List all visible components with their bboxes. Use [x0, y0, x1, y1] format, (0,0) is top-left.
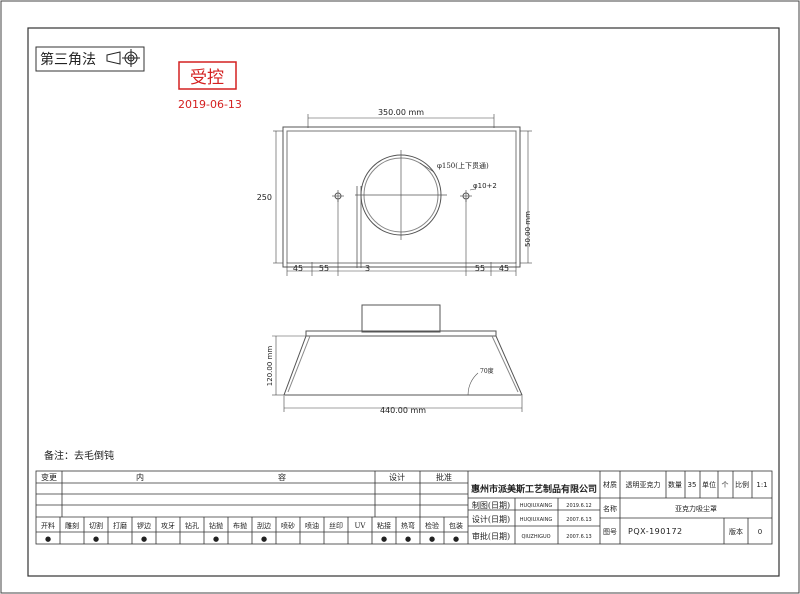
stamp-date: 2019-06-13: [178, 98, 242, 111]
dim-45-left: 45: [293, 264, 303, 273]
tb-content-rong: 容: [278, 472, 286, 482]
tb-name-label: 名称: [603, 504, 617, 513]
tb-material-label: 材质: [603, 480, 617, 489]
tb-qty-label: 数量: [668, 480, 682, 489]
process-mark: ●: [45, 535, 51, 543]
dim-45-right: 45: [499, 264, 509, 273]
process-label: 热弯: [401, 521, 415, 530]
front-angle: 70度: [480, 367, 494, 375]
process-label: 钻抛: [209, 521, 223, 530]
process-label: 丝印: [329, 521, 343, 530]
tb-role-1-person: HUQIUXAING: [520, 517, 553, 523]
top-view: [282, 126, 521, 268]
tb-role-0-person: HUQIUXAING: [520, 503, 553, 509]
tb-drawing-value: PQX-190172: [628, 527, 683, 536]
tb-approve: 批准: [436, 472, 452, 482]
front-view: [283, 304, 523, 396]
top-view-dimensions: [273, 114, 532, 276]
third-angle-icon: [106, 49, 140, 67]
tb-scale-value: 1:1: [756, 481, 767, 489]
process-label: 检验: [425, 521, 439, 530]
projection-label: 第三角法: [40, 51, 96, 68]
process-mark: ●: [405, 535, 411, 543]
process-label: 攻牙: [161, 521, 175, 530]
small-hole-label: φ10+2: [473, 182, 497, 190]
tb-content-nei: 内: [136, 472, 144, 482]
process-mark: ●: [93, 535, 99, 543]
front-height-dim: 120.00 mm: [266, 346, 274, 387]
process-row: 开料 ● 雕刻 切割 ● 打磨 锣边 ● 攻牙 钻孔 钻抛 ● 布抛 刮边 ● 喷砂 喷油 丝印 UV 粘接 ● 热弯 ● 检…: [41, 521, 463, 543]
process-mark: ●: [429, 535, 435, 543]
process-mark: ●: [453, 535, 459, 543]
tb-material-value: 透明亚克力: [626, 480, 661, 489]
tb-version-value: 0: [758, 528, 762, 536]
top-height-dim: 250: [257, 193, 272, 202]
tb-change: 变更: [41, 472, 57, 482]
process-mark: ●: [381, 535, 387, 543]
process-dividers: [59, 517, 445, 544]
tb-role-0-label: 制图(日期): [472, 500, 510, 510]
process-label: UV: [355, 522, 367, 530]
tb-version-label: 版本: [729, 527, 743, 536]
tb-role-2-label: 审批(日期): [472, 531, 510, 541]
projection-box: [35, 46, 145, 72]
tb-role-2-person: QIUZHIGUO: [521, 534, 550, 540]
process-label: 布抛: [233, 521, 247, 530]
process-label: 喷油: [305, 521, 319, 530]
controlled-stamp: 受控: [190, 68, 224, 88]
tb-name-value: 亚克力吸尘罩: [675, 504, 717, 513]
dim-55-right: 55: [475, 264, 485, 273]
tb-role-2-date: 2007.6.13: [566, 534, 591, 540]
big-hole-label: φ150(上下贯通): [437, 161, 489, 170]
tb-company: 惠州市派美斯工艺制品有限公司: [471, 483, 597, 495]
process-label: 钻孔: [185, 521, 199, 530]
front-base-dim: 440.00 mm: [380, 406, 426, 415]
side-dim: 50.00 mm: [524, 211, 532, 247]
tb-unit-label: 单位: [702, 480, 716, 489]
process-label: 锣边: [137, 521, 151, 530]
process-label: 切割: [89, 521, 103, 530]
tb-role-0-date: 2019.6.12: [566, 503, 591, 509]
top-width-dim: 350.00 mm: [378, 108, 424, 117]
tb-design: 设计: [389, 472, 405, 482]
controlled-stamp-box: [178, 61, 237, 90]
tb-unit-value: 个: [722, 481, 729, 489]
tb-scale-label: 比例: [735, 480, 749, 489]
process-label: 包装: [449, 521, 463, 530]
process-label: 打磨: [113, 521, 127, 530]
process-label: 刮边: [257, 521, 271, 530]
inner-border: [27, 27, 780, 577]
process-mark: ●: [213, 535, 219, 543]
process-label: 喷砂: [281, 521, 295, 530]
notes: 备注：去毛倒钝: [44, 449, 114, 462]
process-label: 雕刻: [65, 521, 79, 530]
dim-3: 3: [365, 264, 370, 273]
process-mark: ●: [141, 535, 147, 543]
tb-role-1-label: 设计(日期): [472, 514, 510, 524]
tb-drawing-label: 图号: [603, 528, 617, 536]
front-view-dimensions: [272, 335, 523, 412]
tb-qty-value: 35: [688, 481, 697, 489]
process-label: 粘接: [377, 521, 391, 530]
tb-role-1-date: 2007.6.13: [566, 517, 591, 523]
process-mark: ●: [261, 535, 267, 543]
dim-55-left: 55: [319, 264, 329, 273]
process-label: 开料: [41, 521, 55, 530]
